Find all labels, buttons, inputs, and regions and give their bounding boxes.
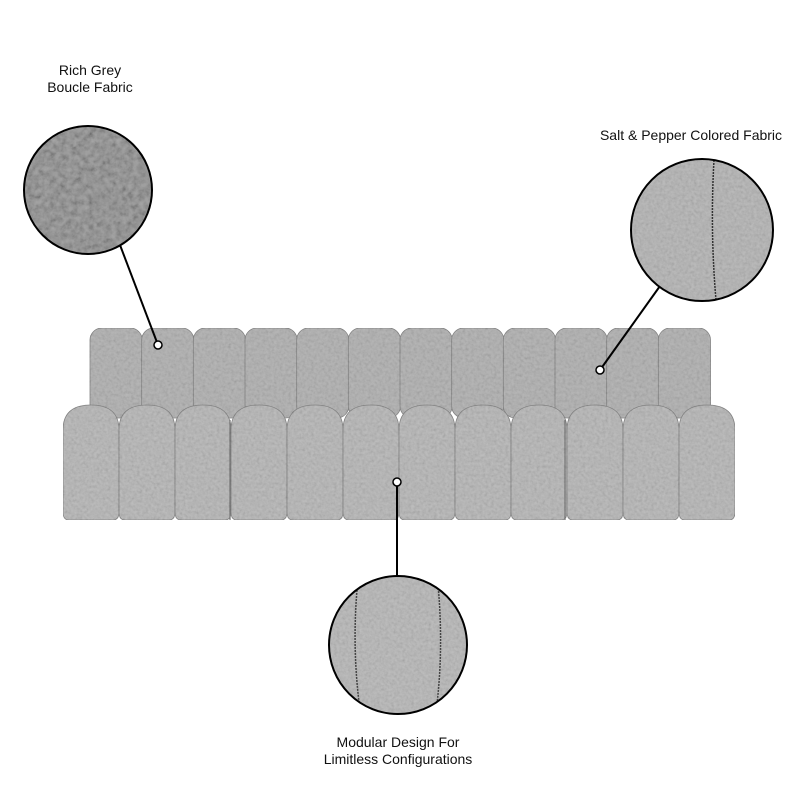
callout-label-modular: Modular Design For Limitless Configurati… bbox=[308, 734, 488, 768]
seat-cushion bbox=[230, 404, 288, 521]
label-line: Modular Design For bbox=[336, 734, 460, 750]
fabric-zoom-boucle bbox=[23, 125, 153, 255]
hotspot-dot bbox=[153, 340, 163, 350]
label-line: Salt & Pepper Colored Fabric bbox=[599, 127, 783, 143]
label-line: Limitless Configurations bbox=[323, 751, 473, 767]
seat-cushion bbox=[678, 404, 736, 521]
hotspot-dot bbox=[392, 477, 402, 487]
back-channel bbox=[244, 327, 298, 419]
seat-cushion bbox=[62, 404, 120, 521]
label-line: Boucle Fabric bbox=[47, 79, 133, 95]
back-channel bbox=[657, 327, 711, 419]
sofa bbox=[62, 327, 736, 521]
back-channel bbox=[347, 327, 401, 419]
seat-cushion bbox=[118, 404, 176, 521]
back-channel bbox=[399, 327, 453, 419]
leader-line-salt-pepper bbox=[599, 285, 661, 371]
seat-cushion bbox=[510, 404, 568, 521]
back-channel bbox=[141, 327, 195, 419]
seat-cushion bbox=[566, 404, 624, 521]
back-channel bbox=[451, 327, 505, 419]
back-channel bbox=[89, 327, 143, 419]
back-channel bbox=[606, 327, 660, 419]
seat-cushion bbox=[342, 404, 400, 521]
fabric-zoom-modular bbox=[328, 575, 468, 715]
seat-cushion bbox=[622, 404, 680, 521]
back-channel bbox=[192, 327, 246, 419]
callout-label-salt-pepper: Salt & Pepper Colored Fabric bbox=[586, 127, 796, 144]
label-line: Rich Grey bbox=[58, 62, 122, 78]
leader-line-boucle bbox=[119, 244, 159, 346]
seat-cushion bbox=[398, 404, 456, 521]
seat-cushion bbox=[174, 404, 232, 521]
seat-cushion bbox=[454, 404, 512, 521]
fabric-zoom-salt-pepper bbox=[630, 158, 774, 302]
callout-label-boucle: Rich Grey Boucle Fabric bbox=[40, 62, 140, 96]
hotspot-dot bbox=[595, 365, 605, 375]
seat-cushion bbox=[286, 404, 344, 521]
back-channel bbox=[502, 327, 556, 419]
back-channel bbox=[296, 327, 350, 419]
